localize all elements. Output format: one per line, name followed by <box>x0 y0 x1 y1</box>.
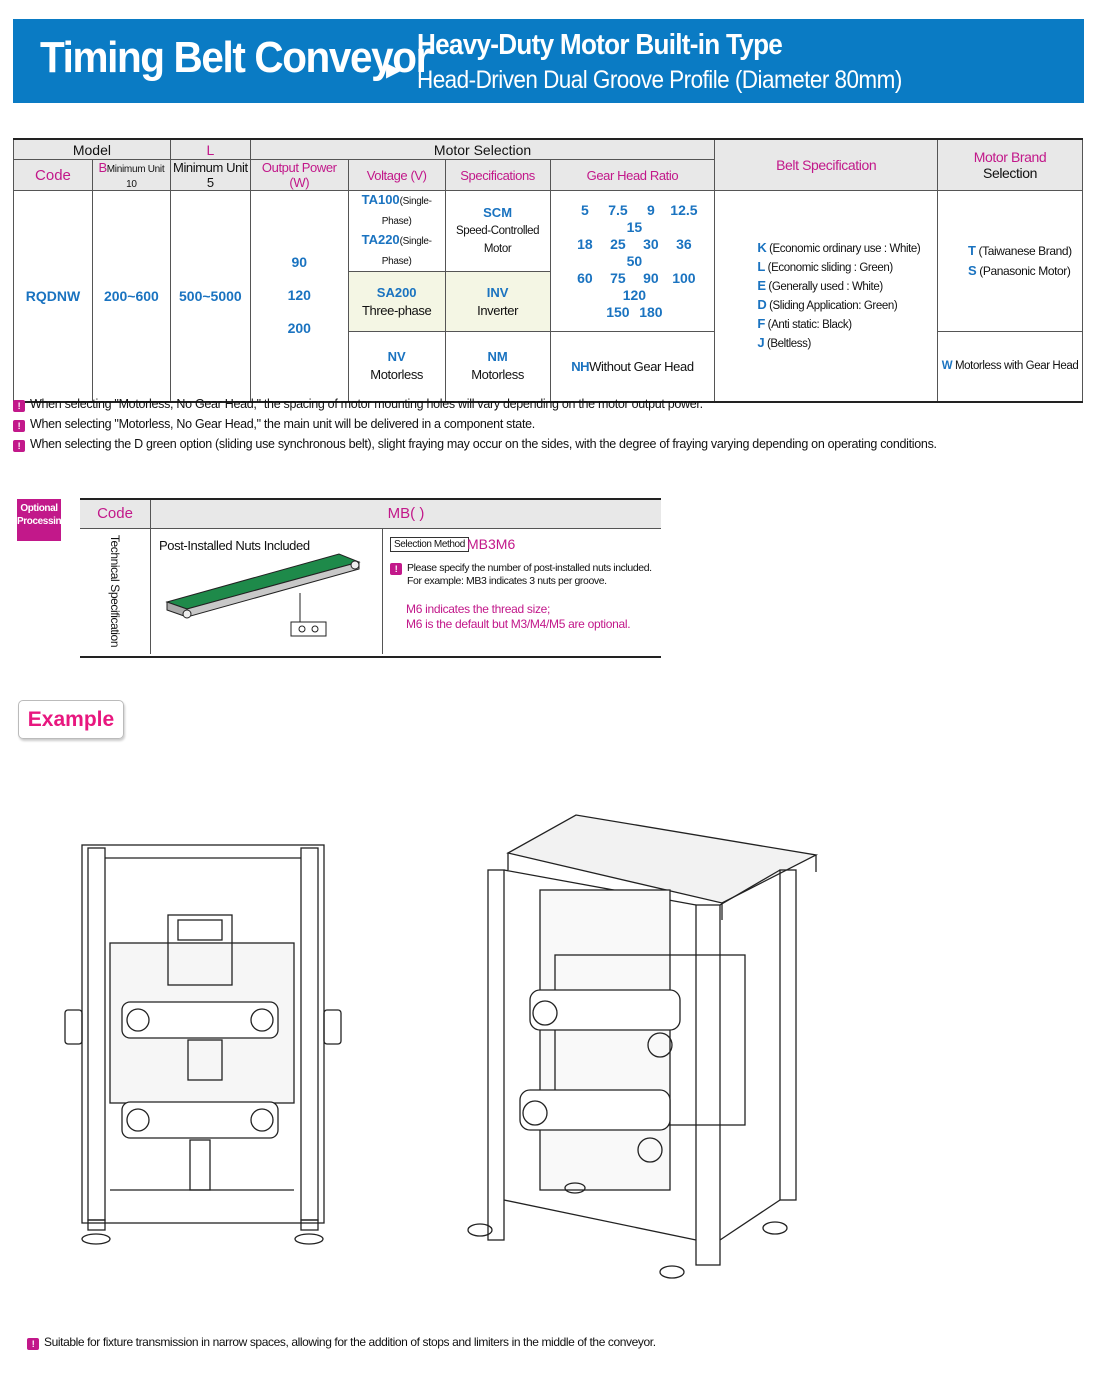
header-specifications: Specifications <box>444 159 551 191</box>
header-code: Code <box>13 159 93 191</box>
header-voltage: Voltage (V) <box>347 159 446 191</box>
voltage-three-phase: SA200 Three-phase <box>347 271 446 332</box>
info-icon: ! <box>390 563 402 575</box>
example-label: Example <box>18 700 124 739</box>
post-installed-nuts-cell: Post-Installed Nuts Included <box>151 529 383 654</box>
info-icon: ! <box>13 420 25 432</box>
header-motor-selection: Motor Selection <box>249 138 716 160</box>
header-gear-head-ratio: Gear Head Ratio <box>549 159 716 191</box>
header-L: L <box>169 138 251 160</box>
banner-arrow-icon: ▶ <box>386 59 402 81</box>
header-output-power: Output Power (W) <box>249 159 349 191</box>
header-model: Model <box>13 138 171 160</box>
note-item: !When selecting "Motorless, No Gear Head… <box>13 414 937 434</box>
optional-processing-badge: Optional Processing <box>17 499 67 541</box>
info-icon: ! <box>27 1338 39 1350</box>
selection-method-label: Selection Method <box>390 537 469 552</box>
voltage-single-phase: TA100(Single-Phase) TA220(Single-Phase) <box>347 190 446 272</box>
title-banner: Timing Belt Conveyor ▶ Heavy-Duty Motor … <box>13 19 1084 103</box>
motor-brand-list: T (Taiwanese Brand) S (Panasonic Motor) <box>937 190 1083 332</box>
spec-inverter: INV Inverter <box>444 271 551 332</box>
voltage-motorless: NV Motorless <box>347 331 446 402</box>
note-item: !When selecting the D green option (slid… <box>13 434 937 454</box>
footer-note: !Suitable for fixture transmission in na… <box>27 1335 656 1350</box>
info-icon: ! <box>13 440 25 452</box>
spec-table: Model L Motor Selection Belt Specificati… <box>13 138 1083 403</box>
banner-subtitle-2: Head-Driven Dual Groove Profile (Diamete… <box>417 66 902 94</box>
header-B: BMinimum Unit 10 <box>91 159 171 191</box>
selection-value: MB3M6 <box>467 536 516 552</box>
optional-mb-header: MB( ) <box>387 505 425 522</box>
gear-head-none: NHWithout Gear Head <box>549 331 716 402</box>
info-icon: ! <box>13 400 25 412</box>
spec-motorless: NM Motorless <box>444 331 551 402</box>
technical-spec-label: Technical Specification <box>80 529 151 654</box>
l-range-value: 500~5000 <box>169 190 251 402</box>
output-power-list: 90 120 200 <box>249 190 349 402</box>
b-range-value: 200~600 <box>91 190 171 402</box>
optional-code-header: Code <box>80 500 151 528</box>
item-title: Post-Installed Nuts Included <box>159 538 310 553</box>
header-belt-spec: Belt Specification <box>714 138 939 191</box>
isometric-view-drawing <box>467 814 819 1279</box>
banner-title: Timing Belt Conveyor <box>40 33 431 82</box>
selection-method-cell: Selection Method MB3M6 !Please specify t… <box>383 529 661 654</box>
optional-processing-table: Code MB( ) Technical Specification Post-… <box>80 498 661 658</box>
thread-size-note: M6 indicates the thread size; M6 is the … <box>406 602 631 631</box>
spec-scm: SCM Speed-Controlled Motor <box>444 190 551 272</box>
header-motor-brand: Motor Brand Selection <box>937 138 1083 191</box>
conveyor-nut-illustration <box>165 553 361 637</box>
front-view-drawing <box>64 844 342 1245</box>
banner-subtitle: Heavy-Duty Motor Built-in Type <box>417 29 783 61</box>
selection-note: !Please specify the number of post-insta… <box>390 562 652 588</box>
note-item: !When selecting "Motorless, No Gear Head… <box>13 394 937 414</box>
code-value: RQDNW <box>13 190 93 402</box>
header-L-min: Minimum Unit 5 <box>169 159 251 191</box>
motor-brand-motorless: W Motorless with Gear Head <box>937 331 1083 402</box>
notes-list: !When selecting "Motorless, No Gear Head… <box>13 394 937 454</box>
belt-spec-list: K (Economic ordinary use : White) L (Eco… <box>714 190 939 402</box>
